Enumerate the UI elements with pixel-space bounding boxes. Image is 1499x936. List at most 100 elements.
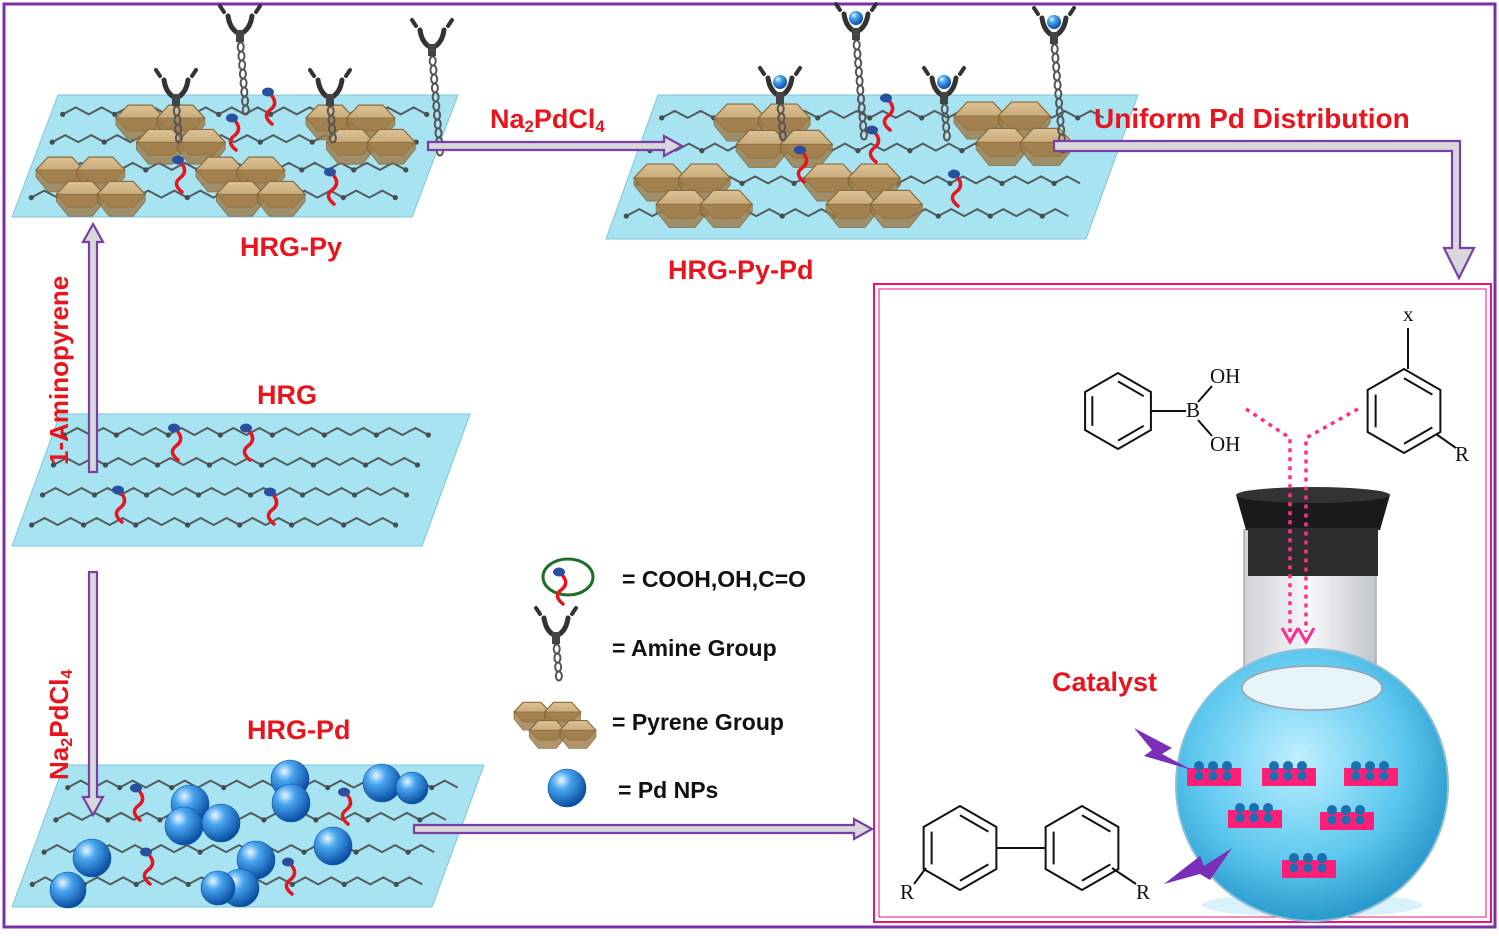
sheet-hrg-atom xyxy=(269,432,275,438)
pyrene-cluster-3 xyxy=(195,156,307,217)
sheet-hrg-py-atom xyxy=(49,139,55,145)
reagent-top-na: Na xyxy=(490,104,525,134)
arrow-hrg-to-hrg-pd xyxy=(81,570,105,818)
sheet-hrg-atom xyxy=(217,432,223,438)
hrg-func-3-head xyxy=(112,485,124,495)
biphenyl-ring-left-ring xyxy=(922,804,998,892)
sheet-hrg-py-pd-atom xyxy=(947,180,953,186)
benzene-boronic-double-bond xyxy=(1117,424,1145,442)
sheet-hrg-atom xyxy=(403,492,410,498)
benzene-boronic xyxy=(1084,371,1152,451)
sheet-hrg-pd-atom xyxy=(185,881,191,888)
hrg-py-func-2-chain xyxy=(228,120,241,152)
hrg-py-func-2 xyxy=(226,113,241,152)
legend-text-pyrene: = Pyrene Group xyxy=(612,709,784,735)
hrg-py-pd-func-2 xyxy=(866,125,881,164)
hrg-py-amine-1-claw-tips xyxy=(154,68,198,78)
hrg-py-func-3-chain xyxy=(174,162,187,194)
hrg-py-pd-amine-2-link xyxy=(853,48,862,60)
functional-group-icon xyxy=(553,567,568,606)
catalyst-tile-4 xyxy=(1228,803,1282,828)
hrg-py-func-3 xyxy=(172,155,187,194)
catalyst-tile-5-dot xyxy=(1341,805,1351,815)
sheet-hrg-pd-atom xyxy=(41,849,47,855)
sheet-hrg-pd xyxy=(11,764,485,908)
hrg-pd-nanoparticle xyxy=(200,870,236,906)
amine-group-icon-link xyxy=(553,652,562,664)
hrg-py-pd-amine-2-link xyxy=(852,39,861,51)
pyrene-group-icon xyxy=(513,701,597,749)
reagent-left-pdcl: PdCl xyxy=(44,678,74,738)
arrow-hrg-pd-to-reaction-shape xyxy=(412,817,875,841)
sheet-hrg-pd-atom xyxy=(221,784,227,791)
sheet-hrg-pd-atom xyxy=(417,817,423,823)
arrow-hrg-py-to-pd-shape xyxy=(426,134,685,158)
hrg-py-func-2-head xyxy=(226,113,238,123)
sheet-hrg-atom xyxy=(50,462,57,468)
hrg-py-pd-amine-2-link xyxy=(856,84,865,96)
hrg-py-pd-amine-2-claw-tips xyxy=(834,2,878,12)
hrg-py-pd-amine-3-link xyxy=(942,130,951,142)
hrg-py-pd-amine-1-body xyxy=(776,92,784,104)
catalyst-tile-4-dot xyxy=(1263,813,1273,823)
hrg-py-pd-amine-2-body xyxy=(852,28,860,40)
hrg-py-pd-amine-3-pd xyxy=(937,75,951,89)
pyrene-cluster-4 xyxy=(305,104,417,165)
sheet-hrg-atom xyxy=(185,522,191,528)
hrg-py-pd-func-2-head xyxy=(866,125,878,135)
chem-boron: B xyxy=(1186,398,1201,422)
hrg-py-amine-4 xyxy=(410,18,454,157)
sheet-hrg-py-pd-atom xyxy=(699,148,705,154)
sheet-hrg-py-pd-atom xyxy=(623,213,629,219)
catalyst-tile-6-dot xyxy=(1303,863,1313,873)
sheet-hrg-py-atom xyxy=(112,111,118,118)
sheet-hrg-atom xyxy=(81,522,87,528)
functional-group-icon-ring xyxy=(541,557,595,597)
sheet-hrg-py-atom xyxy=(216,111,222,118)
hrg-py-pd-func-4-chain xyxy=(950,176,963,208)
label-hrg-py-pd: HRG-Py-Pd xyxy=(668,255,814,285)
graphene-sheets xyxy=(11,2,1139,909)
sheet-hrg-atom xyxy=(258,462,265,468)
sheet-hrg-atom xyxy=(289,522,295,528)
hrg-py-pd-amine-2 xyxy=(834,2,878,141)
sheet-hrg-py-pd-atom xyxy=(867,115,873,121)
hrg-py-pd-amine-4-link xyxy=(1053,79,1062,91)
catalyst-tile-6-dot xyxy=(1317,853,1327,863)
sheet-hrg-py-atom xyxy=(143,167,149,173)
catalyst-tile-4-dot xyxy=(1235,813,1245,823)
hrg-func-3-chain xyxy=(114,492,127,524)
bond-oh-top xyxy=(1197,385,1213,403)
catalyst-tile-5-dot xyxy=(1341,815,1351,825)
pd-pyrene-cluster-1 xyxy=(713,103,834,168)
catalyst-tile-5-dot xyxy=(1355,805,1365,815)
hrg-py-pd-amine-4-link xyxy=(1051,52,1060,64)
biphenyl-ring-right-ring xyxy=(1044,804,1120,892)
catalyst-tile-4-dot xyxy=(1235,803,1245,813)
sheet-hrg-atom xyxy=(247,492,254,498)
hrg-py-amine-1-link xyxy=(174,132,183,144)
arrow-hrg-py-to-pd xyxy=(426,134,685,158)
reagent-left-na: Na xyxy=(44,746,74,780)
benzene-aryl-halide-double-bond xyxy=(1403,377,1433,396)
label-uniform-pd: Uniform Pd Distribution xyxy=(1094,103,1410,134)
sheet-hrg-py-pd-atom xyxy=(855,148,861,154)
pd-nanoparticle-icon xyxy=(547,768,587,808)
catalyst-tile-1-dot xyxy=(1194,761,1204,771)
process-arrows xyxy=(81,134,1476,841)
hrg-func-2-chain xyxy=(242,430,255,462)
biphenyl-ring-right xyxy=(1044,804,1120,892)
sheet-hrg-py-pd-atom xyxy=(815,115,821,121)
hrg-pd-func-1-head xyxy=(130,783,142,793)
catalyst-tile-2-dot xyxy=(1297,761,1307,771)
legend-text-pd: = Pd NPs xyxy=(618,777,719,803)
hrg-func-2 xyxy=(240,423,255,462)
catalyst-tile-4-dot xyxy=(1263,803,1273,813)
hrg-pd-nanoparticle xyxy=(49,871,87,909)
pyrene-cluster-2 xyxy=(35,156,147,217)
sheet-hrg-pd-atom xyxy=(29,881,35,888)
label-hrg-py: HRG-Py xyxy=(240,232,343,262)
biphenyl-ring-left-double-bond xyxy=(959,863,989,882)
